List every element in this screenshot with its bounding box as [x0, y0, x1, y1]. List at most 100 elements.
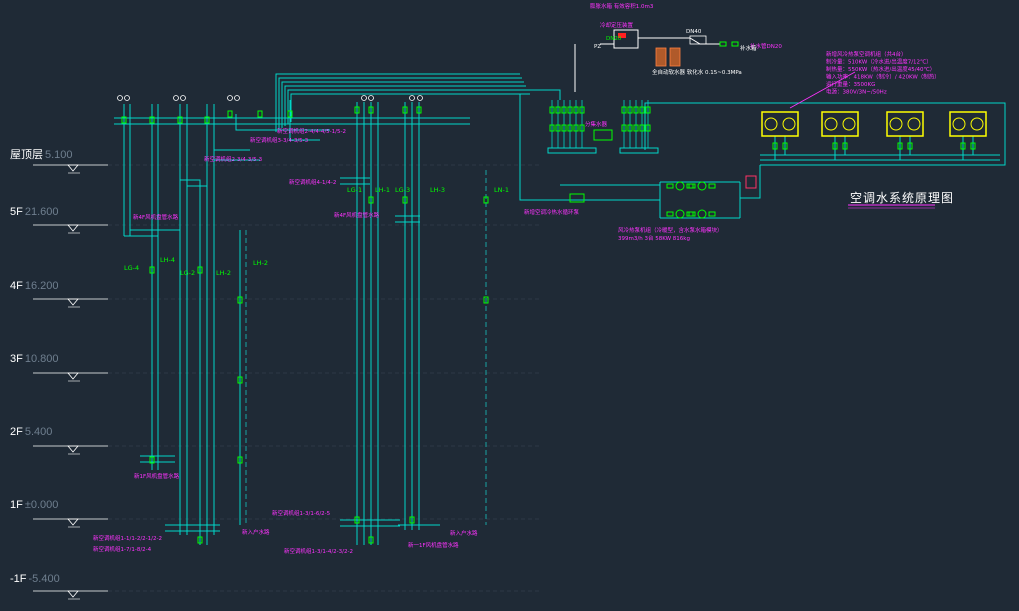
valve-icon	[237, 376, 243, 384]
valve-icon	[621, 124, 627, 132]
drawing-title: 空调水系统原理图	[850, 191, 955, 205]
valve-icon	[666, 183, 674, 189]
valve-icon	[368, 106, 374, 114]
annotation-text: 新空调机组4-1/4-2	[289, 178, 336, 186]
valve-icon	[573, 124, 579, 132]
level-triangle-icon	[67, 518, 79, 526]
valve-icon	[555, 106, 561, 114]
annotation-text: 新空调机组1-3/1-4/2-3/2-2	[284, 547, 353, 555]
annotation-text: 新一1F风机盘管水路	[408, 541, 459, 549]
valve-icon	[549, 124, 555, 132]
component-label: DN40	[686, 29, 702, 35]
annotation-text: 冷却定压装置	[600, 21, 634, 29]
components	[117, 29, 987, 544]
valve-icon	[579, 106, 585, 114]
valve-icon	[287, 110, 293, 118]
heat-pump-unit-icon	[949, 111, 987, 137]
header-pipe	[289, 100, 320, 141]
component-label: 补水箱	[740, 44, 757, 52]
valve-icon	[897, 142, 903, 150]
valve-icon	[621, 106, 627, 114]
valve-icon	[832, 142, 838, 150]
valve-icon	[772, 142, 778, 150]
floor-label-b1: -1F-5.400	[10, 573, 60, 585]
vent-valve-icon	[227, 95, 233, 101]
annotation-text: 新增空调冷热水循环泵	[524, 208, 580, 216]
water-meter-icon	[689, 35, 707, 45]
annotation-text: 新入户水路	[450, 529, 478, 537]
valve-icon	[149, 116, 155, 124]
valve-icon	[368, 196, 374, 204]
pump-out-pipe	[740, 165, 761, 199]
valve-icon	[666, 211, 674, 217]
valve-icon	[688, 211, 696, 217]
valve-icon	[197, 266, 203, 274]
expansion-tank-icon	[613, 29, 639, 49]
riser-label: LH-3	[430, 186, 445, 194]
valve-icon	[177, 116, 183, 124]
valve-icon	[354, 106, 360, 114]
fan-icon	[842, 117, 856, 131]
header-pipe	[524, 89, 561, 100]
valve-icon	[149, 266, 155, 274]
unit-spec-text: 制冷量：510KW（冷水进/出温度7/12℃）	[826, 58, 932, 66]
header-pipe	[278, 77, 522, 130]
unit-spec-text: 电源：380V/3N~/50Hz	[826, 88, 887, 96]
valve-icon	[627, 124, 633, 132]
riser-label: LH-2	[253, 259, 268, 267]
valve-icon	[688, 183, 696, 189]
valve-icon	[708, 183, 716, 189]
header-pipe	[281, 81, 524, 128]
annotation-text: 新空调机组1-1/1-2/2-1/2-2	[93, 534, 162, 542]
annotation-text: 新入户水路	[242, 528, 270, 536]
valve-icon	[237, 296, 243, 304]
valve-icon	[555, 124, 561, 132]
pump-icon	[697, 181, 707, 191]
heat-pump-unit-icon	[761, 111, 799, 137]
vent-valve-icon	[409, 95, 415, 101]
riser-label: LH-4	[160, 256, 175, 264]
fan-icon	[970, 117, 984, 131]
riser-label: LG-1	[347, 186, 362, 194]
filter-icon	[569, 193, 585, 203]
fan-icon	[782, 117, 796, 131]
annotation-text: 399m3/h 3台 58KW 816kg	[618, 234, 690, 242]
valve-icon	[633, 124, 639, 132]
valve-icon	[579, 124, 585, 132]
pressurization-icon	[745, 175, 757, 189]
riser-label: LH-1	[375, 186, 390, 194]
annotation-text: 新4F风机盘管水路	[133, 213, 179, 221]
valve-icon	[708, 211, 716, 217]
vent-valve-icon	[173, 95, 179, 101]
heat-pump-unit-icon	[886, 111, 924, 137]
vent-valve-icon	[234, 95, 240, 101]
valve-icon	[483, 296, 489, 304]
softener-tank-icon	[655, 47, 667, 67]
level-triangle-icon	[67, 590, 79, 598]
annotations: 新空调机组2-4/4-4/5-1/5-2新空调机组3-3/4-3/5-3新空调机…	[93, 2, 940, 555]
annotation-text: 风冷热泵机组（冷暖型，含水泵水箱模块）	[618, 226, 723, 234]
component-label: 全自动软水器 软化水 0.15~0.3MPa	[652, 68, 742, 76]
riser-label: LH-2	[216, 269, 231, 277]
valve-icon	[416, 106, 422, 114]
main-loop-pipe	[644, 102, 1006, 166]
riser-label: LN-1	[494, 186, 509, 194]
fan-icon	[764, 117, 778, 131]
valve-icon	[645, 106, 651, 114]
valve-icon	[409, 516, 415, 524]
valve-icon	[645, 124, 651, 132]
component-label: 膨胀水箱 有效容积1.0m3	[590, 2, 654, 10]
annotation-text: 新1F风机盘管水路	[134, 472, 180, 480]
tank-indicator-icon	[618, 33, 626, 38]
vent-valve-icon	[417, 95, 423, 101]
valve-icon	[627, 106, 633, 114]
valve-icon	[970, 142, 976, 150]
distributor-header	[547, 147, 597, 154]
valve-icon	[573, 106, 579, 114]
riser-label: LG-4	[124, 264, 139, 272]
